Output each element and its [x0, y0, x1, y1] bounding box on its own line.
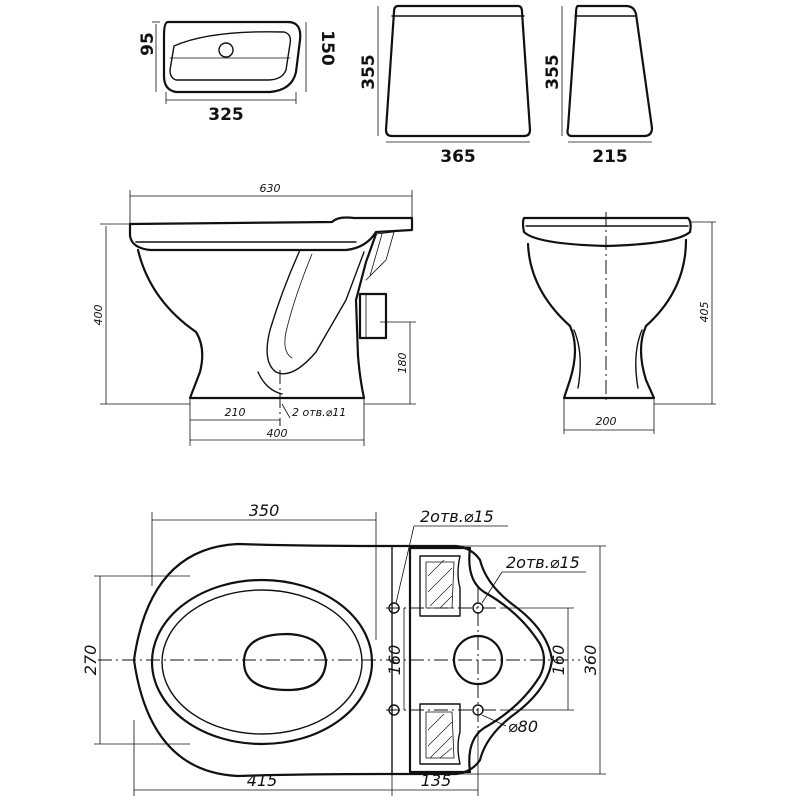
bowl-side-outlet-offset-label: 210 — [225, 406, 246, 419]
bowl-side-base-label: 400 — [267, 427, 288, 440]
tank-top-depth-label: 95 — [138, 32, 158, 56]
bowl-top-holes-right-label: 2отв.⌀15 — [506, 553, 580, 572]
bowl-top-outlet-diameter-label: ⌀80 — [508, 717, 538, 736]
tank-side-view: 355 215 — [543, 4, 654, 167]
tank-flush-hole — [218, 42, 234, 58]
bowl-side-view: 630 400 180 210 2 отв.⌀11 400 — [92, 182, 416, 446]
bowl-top-pad-lower — [419, 703, 461, 765]
bowl-top-seat-outer — [150, 578, 374, 746]
tank-side-outline — [566, 4, 654, 138]
bowl-top-view: 350 270 415 135 360 160 160 ⌀80 2отв.⌀15… — [81, 501, 606, 796]
bowl-side-height-label: 400 — [92, 305, 105, 326]
bowl-top-seat-inner — [161, 589, 363, 735]
tank-front-outline — [384, 4, 532, 138]
bowl-front-height-label: 405 — [698, 302, 711, 323]
bowl-top-hatching — [427, 559, 453, 759]
bowl-top-width-label: 270 — [81, 645, 100, 676]
bowl-side-outlet-height-label: 180 — [396, 353, 409, 374]
bowl-front-rim — [521, 216, 692, 248]
tank-front-height-label: 355 — [359, 54, 379, 90]
bowl-side-outlet — [358, 292, 388, 340]
bowl-top-outline — [132, 542, 554, 778]
tank-side-height-label: 355 — [543, 54, 563, 90]
tank-top-height-label: 150 — [317, 30, 337, 66]
bowl-front-base-label: 200 — [596, 415, 617, 428]
bowl-top-rear-length-label: 135 — [421, 771, 452, 790]
tank-top-outline — [162, 20, 302, 94]
bowl-side-length-label: 630 — [260, 182, 281, 195]
bowl-side-trapway — [266, 249, 365, 375]
bowl-side-rim — [128, 216, 414, 252]
bowl-front-body — [526, 238, 688, 400]
bowl-side-body — [136, 232, 378, 400]
tank-front-view: 355 365 — [359, 4, 532, 167]
bowl-front-view: 405 200 — [521, 212, 716, 434]
tank-top-width-label: 325 — [208, 105, 244, 125]
bowl-top-length-label: 350 — [249, 501, 280, 520]
bowl-top-front-length-label: 415 — [247, 771, 278, 790]
bowl-top-rear-height-label: 360 — [581, 645, 600, 676]
tank-front-width-label: 365 — [440, 147, 476, 167]
tank-top-view: 95 150 325 — [138, 20, 337, 125]
bowl-top-water-opening — [242, 632, 328, 692]
bowl-top-right-spacing-label: 160 — [549, 645, 568, 676]
bowl-top-holes-left-label: 2отв.⌀15 — [420, 507, 494, 526]
bowl-top-tank-frame — [408, 546, 546, 774]
bowl-top-pad-upper — [419, 555, 461, 617]
tank-top-inner — [169, 31, 292, 81]
tank-side-width-label: 215 — [592, 147, 628, 167]
bowl-top-left-spacing-label: 160 — [385, 645, 404, 676]
bowl-side-holes-label: 2 отв.⌀11 — [292, 406, 346, 419]
